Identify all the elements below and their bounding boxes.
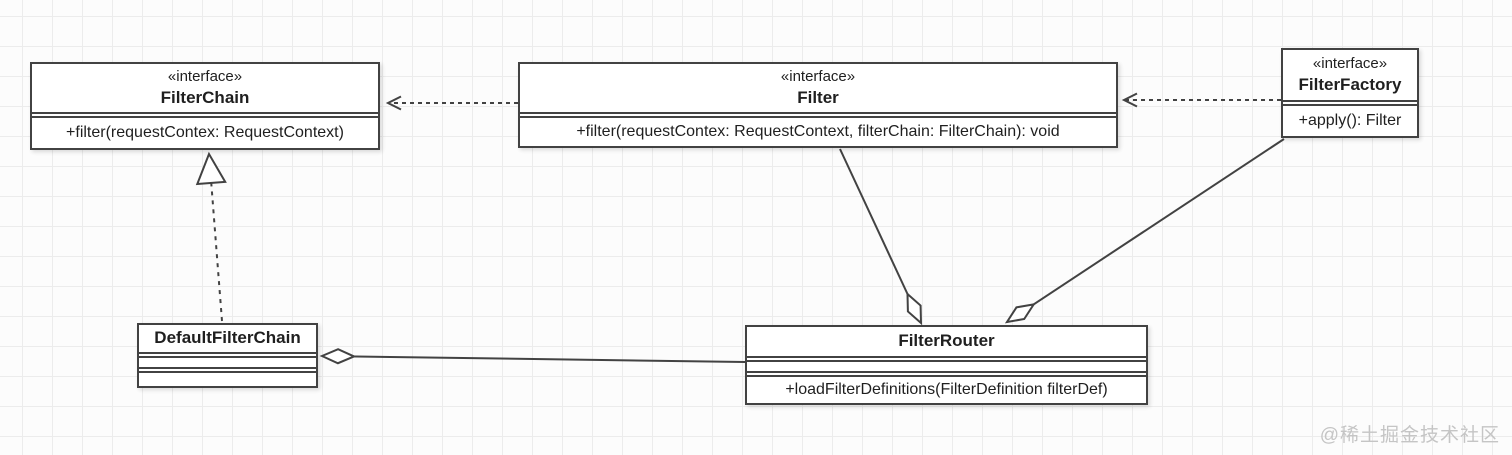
title-compartment: DefaultFilterChain — [139, 325, 316, 352]
class-name: FilterFactory — [1298, 75, 1402, 95]
compartment-divider — [32, 112, 378, 118]
aggregation-filterrouter-owns-filter — [839, 148, 921, 323]
title-compartment: «interface» FilterFactory — [1283, 50, 1417, 100]
class-box-filter: «interface» Filter +filter(requestContex… — [518, 62, 1118, 148]
compartment-divider — [520, 112, 1116, 118]
title-compartment: «interface» Filter — [520, 64, 1116, 112]
class-name: FilterRouter — [898, 331, 995, 351]
class-name: FilterChain — [160, 88, 250, 108]
class-name: Filter — [797, 88, 839, 108]
method-label: +apply(): Filter — [1298, 112, 1402, 129]
method-label: +filter(requestContex: RequestContext, f… — [576, 123, 1060, 140]
realization-defaultfilterchain-to-filterchain — [195, 151, 227, 322]
aggregation-defaultfilterchain-owns-filterrouter — [322, 356, 746, 362]
stereotype-label: «interface» — [1312, 54, 1388, 72]
class-box-filterrouter: FilterRouter +loadFilterDefinitions(Filt… — [745, 325, 1148, 405]
title-compartment: FilterRouter — [747, 327, 1146, 356]
method-label: +filter(requestContex: RequestContext) — [66, 124, 344, 141]
class-name: DefaultFilterChain — [154, 328, 301, 348]
compartment-divider — [139, 367, 316, 373]
watermark: @稀土掘金技术社区 — [1319, 425, 1500, 446]
method-label: +loadFilterDefinitions(FilterDefinition … — [785, 381, 1108, 398]
stereotype-label: «interface» — [167, 67, 243, 85]
class-box-filterchain: «interface» FilterChain +filter(requestC… — [30, 62, 380, 150]
stereotype-label: «interface» — [780, 67, 856, 85]
class-box-filterfactory: «interface» FilterFactory +apply(): Filt… — [1281, 48, 1419, 138]
attributes-compartment-empty — [747, 362, 1146, 371]
compartment-divider — [1283, 100, 1417, 106]
compartment-divider — [139, 352, 316, 358]
compartment-divider — [747, 356, 1146, 362]
class-box-defaultfilterchain: DefaultFilterChain — [137, 323, 318, 388]
attributes-compartment-empty — [139, 358, 316, 367]
compartment-divider — [747, 371, 1146, 377]
methods-compartment-empty — [139, 373, 316, 386]
aggregation-filterrouter-owns-filterfactory — [1007, 138, 1285, 322]
title-compartment: «interface» FilterChain — [32, 64, 378, 112]
